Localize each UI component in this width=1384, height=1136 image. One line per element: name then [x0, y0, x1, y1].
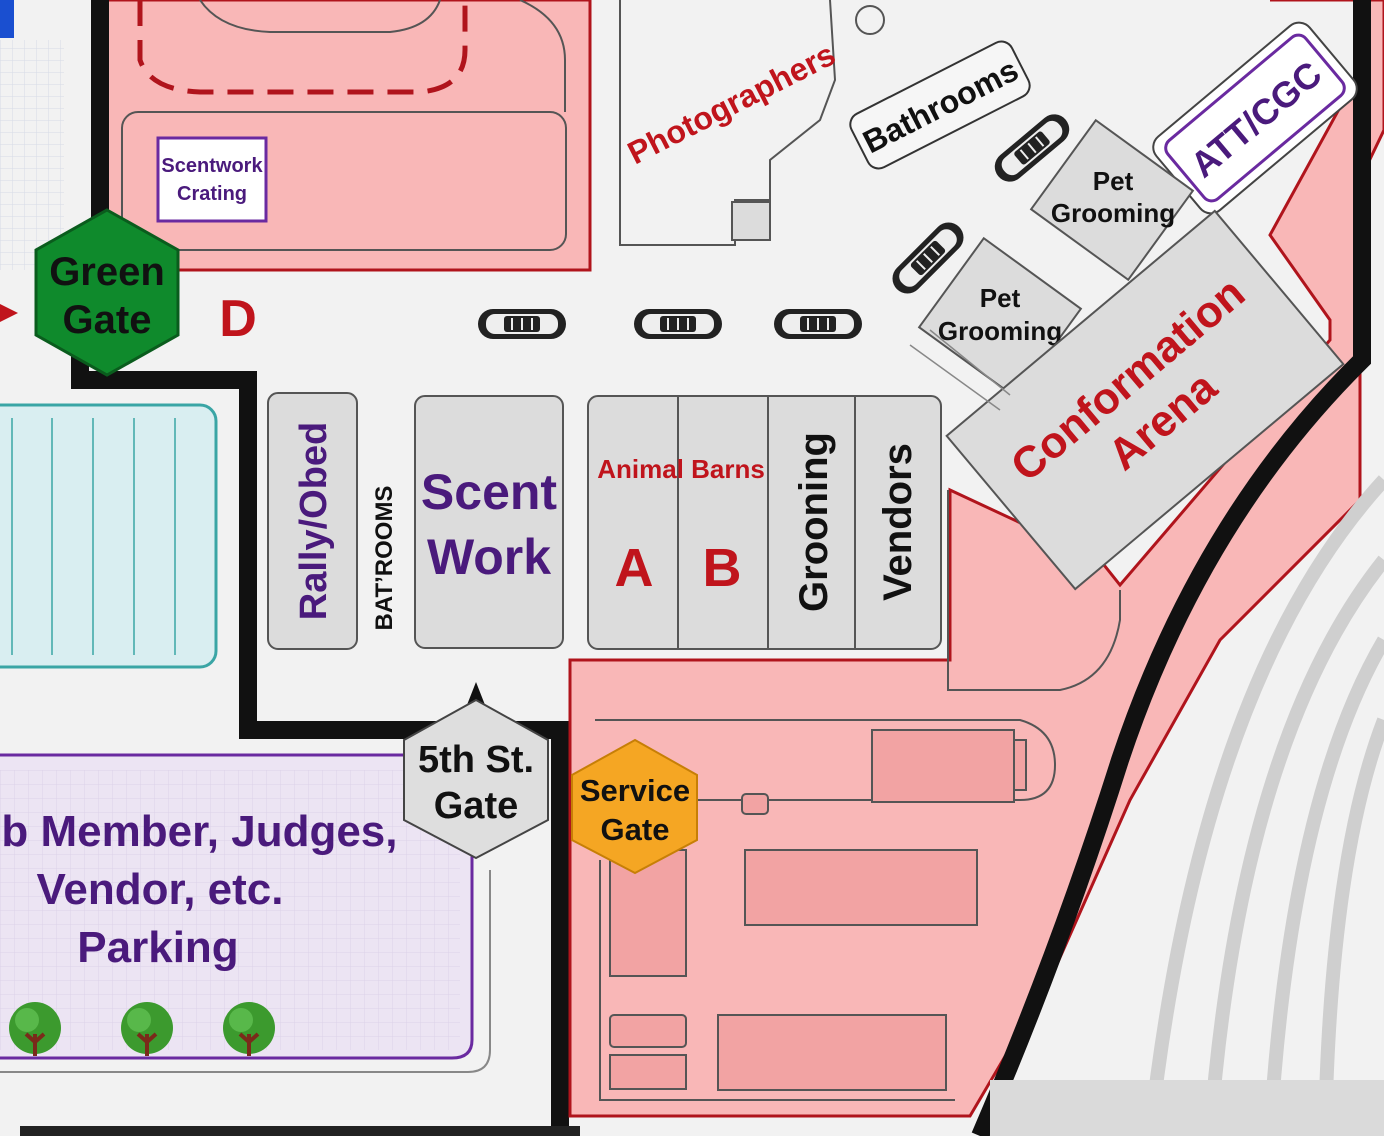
car-icon	[477, 308, 567, 340]
track-outer	[519, 0, 566, 112]
photographers-area	[619, 0, 837, 246]
fifth-gate-label-2: Gate	[434, 785, 518, 827]
arrow-icon	[0, 304, 18, 322]
stadium-rings	[1143, 475, 1384, 1136]
vendors-label: Vendors	[876, 443, 920, 601]
service-yard	[595, 719, 1057, 1101]
grooning-label: Grooning	[792, 432, 836, 612]
marker-circle	[855, 5, 885, 35]
barn-b-label: B	[703, 538, 742, 598]
arena-apron	[947, 490, 1121, 691]
service-gate-label-2: Gate	[601, 812, 670, 847]
car-icon	[633, 308, 723, 340]
green-gate-label-1: Green	[49, 250, 165, 294]
barn-a-label: A	[615, 538, 654, 598]
pet-grooming-1-line2: Grooming	[1051, 198, 1175, 228]
animal-barns-block	[587, 395, 942, 650]
green-gate[interactable]	[34, 208, 180, 377]
dashed-track	[137, 0, 468, 95]
north-pen	[121, 111, 567, 251]
green-gate-label-2: Gate	[63, 298, 152, 342]
fifth-gate-label-1: 5th St.	[418, 739, 534, 781]
north-restricted-area	[98, 0, 592, 272]
parking-grid	[0, 770, 460, 1050]
walkway-lines	[909, 329, 1011, 411]
parking-label-2: Vendor, etc.	[37, 865, 284, 914]
animal-barns-label: Animal Barns	[597, 454, 765, 484]
scent-work-building	[414, 395, 564, 649]
pet-grooming-2-line2: Grooming	[938, 316, 1062, 346]
car-icon	[773, 308, 863, 340]
teal-lot-stripes	[11, 418, 176, 655]
scentwork-crating-label-1: Scentwork	[161, 155, 263, 177]
scentwork-crating-label-2: Crating	[177, 183, 247, 205]
service-gate-label-1: Service	[580, 773, 690, 808]
parking-curb	[0, 870, 491, 1073]
conformation-arena: Conformation Arena	[945, 209, 1345, 591]
teal-parking-lot	[0, 403, 218, 669]
pet-grooming-tent-1	[1029, 118, 1195, 282]
stadium-base	[990, 1080, 1384, 1136]
pet-grooming-2-line1: Pet	[980, 283, 1021, 313]
rally-obed-label: Rally/Obed	[293, 422, 335, 621]
service-gate[interactable]	[571, 738, 698, 875]
left-grid-lot	[0, 40, 64, 270]
scent-work-label-2: Work	[427, 529, 551, 585]
fifth-st-gate[interactable]	[403, 698, 549, 860]
scent-work-label-1: Scent	[421, 464, 558, 520]
blue-marker	[0, 0, 14, 38]
venue-boundary-east	[971, 0, 1371, 1136]
scentwork-crating-box	[156, 136, 268, 223]
parking-label-3: Parking	[77, 923, 238, 972]
south-boundary	[20, 1126, 580, 1136]
parking-label-1: ub Member, Judges,	[0, 807, 397, 856]
photographers-booth	[731, 201, 771, 241]
pet-grooming-1-line1: Pet	[1093, 166, 1134, 196]
rally-obed-building	[267, 392, 358, 650]
lot-d-label: D	[219, 290, 257, 348]
bathrooms-vertical-label: BATʼROOMS	[371, 486, 398, 631]
track-inner	[199, 0, 441, 33]
